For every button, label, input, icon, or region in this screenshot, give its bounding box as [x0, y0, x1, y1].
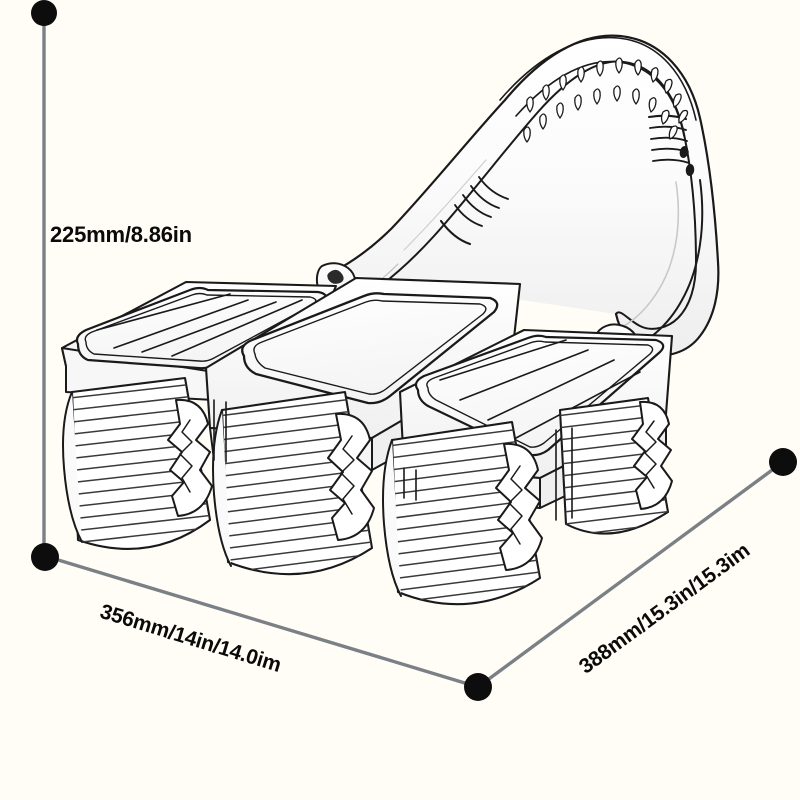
dimension-endpoint-top — [31, 0, 57, 26]
dimension-endpoint-bottom-left — [31, 543, 59, 571]
width-dimension-line — [44, 554, 479, 689]
dimension-endpoint-bottom-center — [464, 673, 492, 701]
depth-dimension-line — [476, 460, 785, 689]
dimension-endpoint-right — [769, 448, 797, 476]
height-dimension-label: 225mm/8.86in — [50, 222, 192, 247]
roller-wheels — [62, 376, 673, 606]
